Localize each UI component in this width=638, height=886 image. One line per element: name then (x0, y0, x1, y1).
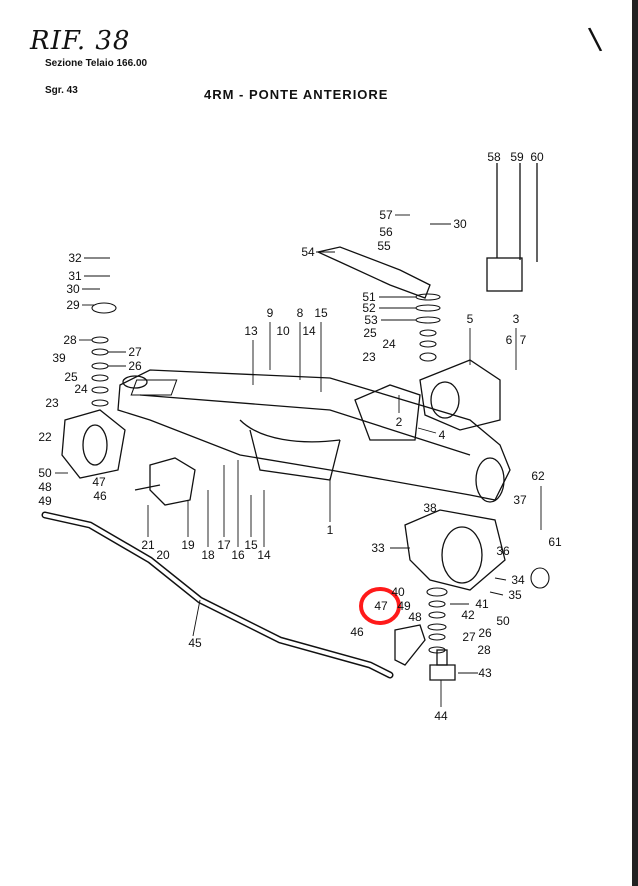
part-label-42: 42 (461, 608, 475, 622)
part-label-34: 34 (511, 573, 525, 587)
part-label-14: 14 (257, 548, 271, 562)
part-label-15: 15 (314, 306, 328, 320)
part-label-55: 55 (377, 239, 391, 253)
part-label-58: 58 (487, 150, 501, 164)
part-label-14: 14 (302, 324, 316, 338)
part-label-1: 1 (326, 523, 334, 537)
part-label-30: 30 (453, 217, 467, 231)
highlight-circle (359, 587, 401, 625)
part-label-48: 48 (38, 480, 52, 494)
part-label-46: 46 (350, 625, 364, 639)
part-label-23: 23 (45, 396, 59, 410)
part-label-24: 24 (382, 337, 396, 351)
part-label-51: 51 (362, 290, 376, 304)
part-label-44: 44 (434, 709, 448, 723)
part-label-57: 57 (379, 208, 393, 222)
part-label-50: 50 (496, 614, 510, 628)
section-label: Sezione Telaio 166.00 (45, 58, 148, 69)
part-label-48: 48 (408, 610, 422, 624)
part-label-56: 56 (379, 225, 393, 239)
part-label-61: 61 (548, 535, 562, 549)
part-label-28: 28 (63, 333, 77, 347)
handwritten-reference: RIF. 38 (30, 26, 131, 56)
part-label-27: 27 (128, 345, 142, 359)
part-label-59: 59 (510, 150, 524, 164)
part-label-29: 29 (66, 298, 80, 312)
part-label-38: 38 (423, 501, 437, 515)
part-label-19: 19 (181, 538, 195, 552)
part-label-30: 30 (66, 282, 80, 296)
part-label-15: 15 (244, 538, 258, 552)
group-label: Sgr. 43 (45, 85, 78, 96)
part-label-60: 60 (530, 150, 544, 164)
part-label-3: 3 (512, 312, 520, 326)
part-label-53: 53 (364, 313, 378, 327)
part-label-26: 26 (478, 626, 492, 640)
part-label-39: 39 (52, 351, 66, 365)
part-label-18: 18 (201, 548, 215, 562)
part-label-32: 32 (68, 251, 82, 265)
scan-edge (632, 0, 638, 886)
part-label-47: 47 (92, 475, 106, 489)
part-label-25: 25 (363, 326, 377, 340)
part-label-24: 24 (74, 382, 88, 396)
part-label-41: 41 (475, 597, 489, 611)
part-label-10: 10 (276, 324, 290, 338)
axle-housing (117, 369, 511, 501)
part-label-25: 25 (64, 370, 78, 384)
part-label-13: 13 (244, 324, 258, 338)
part-label-4: 4 (438, 428, 446, 442)
page-title: 4RM - PONTE ANTERIORE (204, 87, 389, 102)
part-label-9: 9 (266, 306, 274, 320)
part-label-37: 37 (513, 493, 527, 507)
part-label-45: 45 (188, 636, 202, 650)
part-label-17: 17 (217, 538, 231, 552)
part-label-23: 23 (362, 350, 376, 364)
part-label-46: 46 (93, 489, 107, 503)
part-label-31: 31 (68, 269, 82, 283)
part-label-6: 6 (505, 333, 513, 347)
part-label-49: 49 (397, 599, 411, 613)
part-label-26: 26 (128, 359, 142, 373)
part-label-20: 20 (156, 548, 170, 562)
part-label-5: 5 (466, 312, 474, 326)
part-label-49: 49 (38, 494, 52, 508)
part-label-2: 2 (395, 415, 403, 429)
part-label-21: 21 (141, 538, 155, 552)
part-label-62: 62 (531, 469, 545, 483)
part-label-50: 50 (38, 466, 52, 480)
part-label-43: 43 (478, 666, 492, 680)
part-label-8: 8 (296, 306, 304, 320)
part-label-22: 22 (38, 430, 52, 444)
part-label-54: 54 (301, 245, 315, 259)
part-label-33: 33 (371, 541, 385, 555)
part-label-36: 36 (496, 544, 510, 558)
part-label-28: 28 (477, 643, 491, 657)
part-label-16: 16 (231, 548, 245, 562)
part-label-40: 40 (391, 585, 405, 599)
part-label-7: 7 (519, 333, 527, 347)
part-label-47: 47 (374, 599, 388, 613)
part-label-27: 27 (462, 630, 476, 644)
part-label-35: 35 (508, 588, 522, 602)
part-label-52: 52 (362, 301, 376, 315)
